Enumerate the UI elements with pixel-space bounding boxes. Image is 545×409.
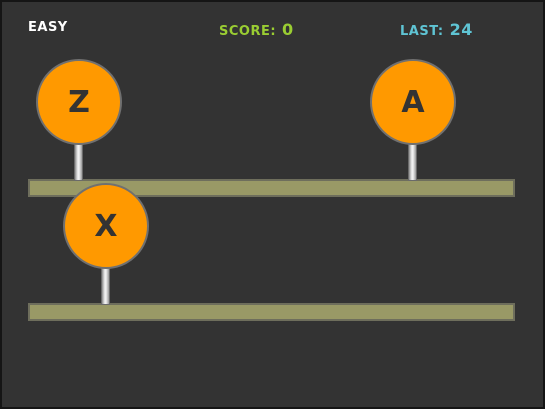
- score-value: 0: [282, 20, 294, 39]
- ball-stick: [74, 142, 83, 181]
- ball-stick: [101, 266, 110, 305]
- letter-ball-a[interactable]: A: [370, 59, 456, 145]
- score-label: SCORE:: [219, 24, 277, 39]
- difficulty-label: EASY: [28, 20, 68, 35]
- last-label: LAST:: [400, 24, 444, 39]
- last-value: 24: [449, 20, 473, 39]
- difficulty-text: EASY: [28, 20, 68, 35]
- ball-letter: X: [94, 208, 118, 244]
- letter-ball-z[interactable]: Z: [36, 59, 122, 145]
- shelf-top: [28, 179, 515, 197]
- letter-ball-x[interactable]: X: [63, 183, 149, 269]
- shelf-bottom: [28, 303, 515, 321]
- ball-letter: Z: [68, 84, 90, 120]
- ball-letter: A: [401, 84, 425, 120]
- last-display: LAST: 24: [400, 20, 473, 39]
- ball-stick: [408, 142, 417, 181]
- score-display: SCORE: 0: [219, 20, 294, 39]
